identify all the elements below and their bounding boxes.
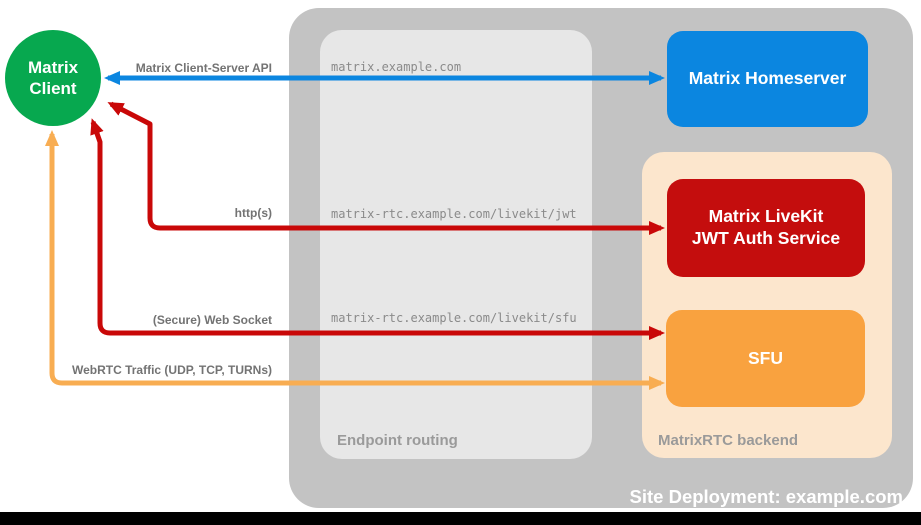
bottom-bar (0, 512, 921, 525)
route-matrix-example-com: matrix.example.com (331, 60, 462, 74)
sfu-node: SFU (666, 310, 865, 407)
websocket-label: (Secure) Web Socket (152, 313, 272, 327)
jwt-label-line1: Matrix LiveKit (708, 206, 824, 227)
site-deployment-footer: Site Deployment: example.com (629, 486, 903, 507)
client-label-line1: Matrix (27, 57, 79, 77)
sfu-label: SFU (748, 347, 783, 368)
https-label: http(s) (234, 206, 272, 220)
route-livekit-jwt: matrix-rtc.example.com/livekit/jwt (331, 207, 577, 221)
matrix-homeserver-label: Matrix Homeserver (688, 68, 847, 89)
endpoint-routing-panel (320, 30, 592, 459)
client-server-api-label: Matrix Client-Server API (135, 61, 272, 75)
webrtc-traffic-label: WebRTC Traffic (UDP, TCP, TURNs) (71, 363, 272, 377)
endpoint-routing-title: Endpoint routing (337, 432, 458, 449)
client-label-line2: Client (29, 79, 77, 98)
route-livekit-sfu: matrix-rtc.example.com/livekit/sfu (331, 311, 577, 325)
jwt-label-line2: JWT Auth Service (691, 228, 841, 248)
matrix-client-node: Matrix Client (5, 30, 101, 126)
matrixrtc-backend-title: MatrixRTC backend (658, 432, 799, 449)
matrix-homeserver-node: Matrix Homeserver (667, 31, 868, 127)
jwt-auth-service-node: Matrix LiveKit JWT Auth Service (667, 179, 865, 277)
